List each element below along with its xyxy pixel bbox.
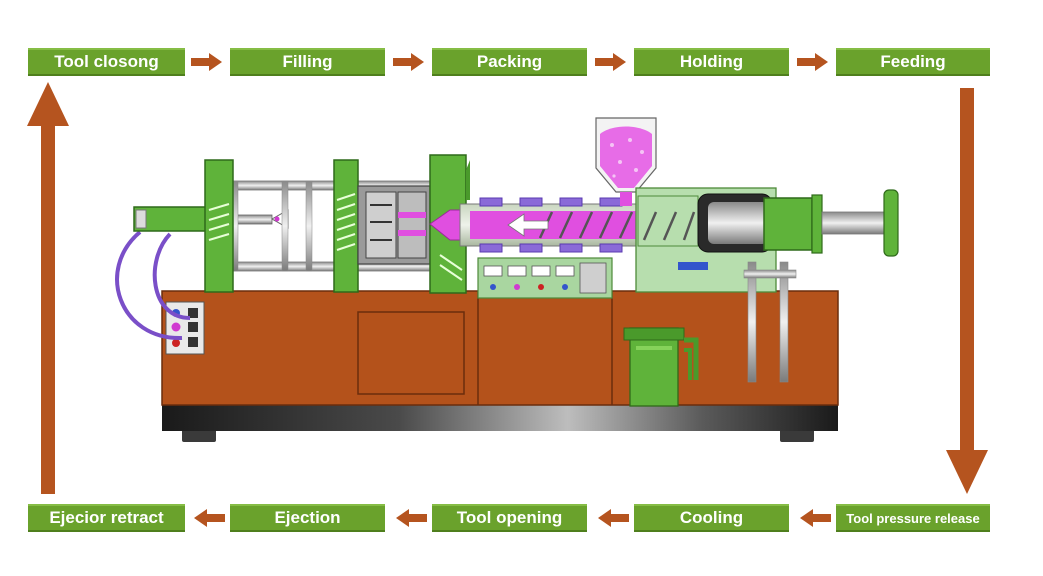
step-tool-closing: Tool closong (28, 48, 185, 76)
arrow-left-icon (396, 509, 427, 527)
step-packing: Packing (432, 48, 587, 76)
arrow-left-icon (194, 509, 225, 527)
step-feeding: Feeding (836, 48, 990, 76)
step-holding: Holding (634, 48, 789, 76)
arrow-up-icon (27, 82, 69, 494)
arrow-down-icon (946, 88, 988, 494)
top-row-arrows (191, 53, 828, 71)
arrow-right-icon (797, 53, 828, 71)
bottom-row-arrows (194, 509, 831, 527)
step-cooling: Cooling (634, 504, 789, 532)
step-ejection: Ejection (230, 504, 385, 532)
arrow-right-icon (595, 53, 626, 71)
step-tool-pressure-release: Tool pressure release (836, 504, 990, 532)
step-filling: Filling (230, 48, 385, 76)
arrow-left-icon (598, 509, 629, 527)
injection-machine-illustration (115, 117, 899, 442)
step-ejector-retract: Ejecior retract (28, 504, 185, 532)
step-tool-opening: Tool opening (432, 504, 587, 532)
arrow-left-icon (800, 509, 831, 527)
arrow-right-icon (393, 53, 424, 71)
arrow-right-icon (191, 53, 222, 71)
